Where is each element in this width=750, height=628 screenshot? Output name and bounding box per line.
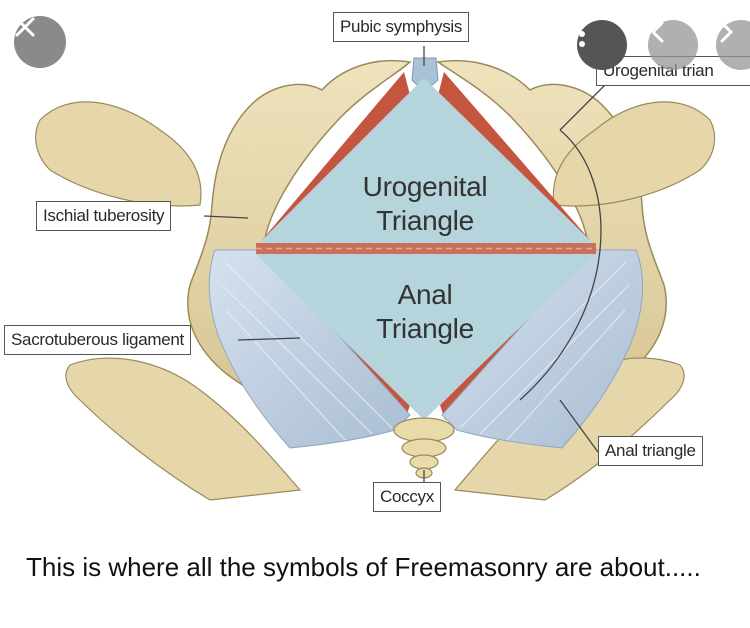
coccyx-label: Coccyx (373, 482, 441, 512)
pelvic-floor-illustration: Urogenital Triangle Anal Triangle Pubic … (4, 12, 750, 512)
left-lower-bone (65, 357, 302, 501)
coccyx-bone (393, 417, 455, 479)
left-urogenital-muscle (262, 72, 410, 240)
sacrotuberous-ligament-label: Sacrotuberous ligament (4, 325, 191, 355)
anal-triangle-title: Anal Triangle (330, 278, 520, 346)
x-icon (15, 17, 35, 37)
anal-title-line1: Anal (397, 279, 453, 310)
close-button[interactable] (14, 16, 66, 68)
urogenital-triangle-shape (256, 78, 596, 246)
right-sacrotuberous-ligament (441, 249, 643, 449)
leader-lines (203, 46, 613, 483)
ischial-tuberosity-label: Ischial tuberosity (36, 201, 172, 231)
urogenital-triangle-title: Urogenital Triangle (330, 170, 520, 238)
urogenital-title-line2: Triangle (376, 205, 474, 236)
anal-triangle-shape (256, 254, 596, 420)
anal-triangle-label: Anal triangle (598, 436, 703, 466)
more-options-button[interactable] (577, 20, 627, 70)
vertical-dots-icon (579, 21, 585, 47)
previous-image-button[interactable] (648, 20, 698, 70)
chevron-right-icon (720, 21, 733, 43)
pubic-symphysis-label: Pubic symphysis (333, 12, 470, 42)
chevron-left-icon (651, 21, 664, 43)
next-image-button[interactable] (716, 20, 750, 70)
post-caption: This is where all the symbols of Freemas… (26, 552, 701, 582)
ligament-fibers (221, 261, 630, 441)
anal-title-line2: Triangle (376, 313, 474, 344)
left-outer-bone (35, 101, 202, 207)
pelvis-diagram (35, 46, 716, 501)
right-urogenital-muscle (438, 72, 590, 240)
urogenital-title-line1: Urogenital (362, 171, 488, 202)
left-sacrotuberous-ligament (208, 249, 411, 449)
